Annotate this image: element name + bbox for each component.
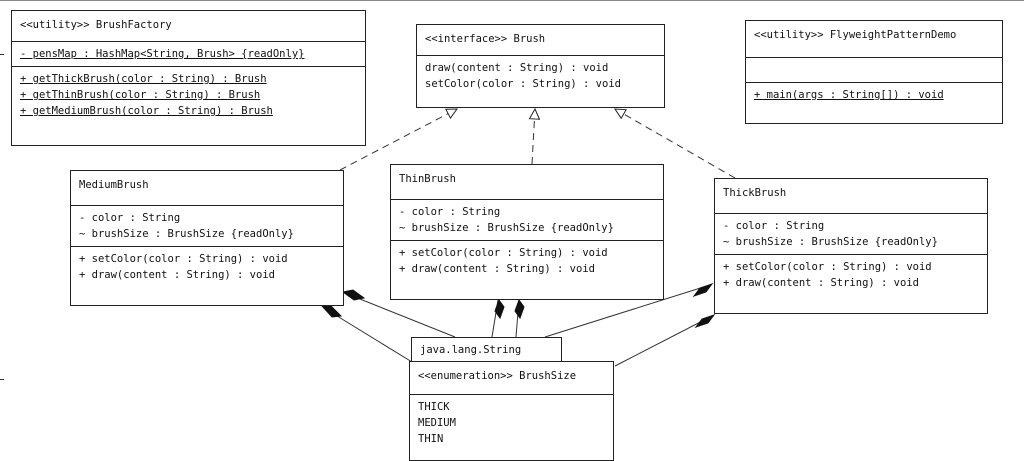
class-title: java.lang.String <box>420 344 522 356</box>
composition-medium-string <box>344 292 456 338</box>
class-title: <<utility>> FlyweightPatternDemo <box>754 29 957 41</box>
operation: + setColor(color : String) : void <box>79 253 288 265</box>
operation: + draw(content : String) : void <box>399 263 595 275</box>
operation: draw(content : String) : void <box>425 62 609 74</box>
operation: + getThickBrush(color : String) : Brush <box>20 73 267 85</box>
composition-diamond <box>494 298 505 320</box>
class-title: <<interface>> Brush <box>425 33 546 45</box>
operation: setColor(color : String) : void <box>425 78 621 90</box>
composition-diamond <box>320 304 343 318</box>
class-thick-brush: ThickBrush - color : String ~ brushSize … <box>714 178 988 314</box>
operation: + getMediumBrush(color : String) : Brush <box>20 105 273 117</box>
class-thin-brush: ThinBrush - color : String ~ brushSize :… <box>390 164 664 300</box>
class-flyweight-pattern-demo: <<utility>> FlyweightPatternDemo + main(… <box>745 20 1003 124</box>
frame-tick <box>0 54 4 55</box>
realization-thin-to-brush <box>532 109 535 165</box>
composition-diamond <box>341 289 366 301</box>
class-brush-factory: <<utility>> BrushFactory - pensMap : Has… <box>11 10 366 146</box>
interface-brush: <<interface>> Brush draw(content : Strin… <box>416 24 665 108</box>
attribute: - color : String <box>723 220 825 232</box>
operation: + setColor(color : String) : void <box>723 261 932 273</box>
frame-tick <box>0 379 4 380</box>
class-medium-brush: MediumBrush - color : String ~ brushSize… <box>70 170 344 306</box>
operation: + setColor(color : String) : void <box>399 247 608 259</box>
enumeration-brush-size: <<enumeration>> BrushSize THICK MEDIUM T… <box>409 361 614 461</box>
operation: + main(args : String[]) : void <box>754 89 944 101</box>
class-title: ThinBrush <box>399 173 456 185</box>
class-title: ThickBrush <box>723 187 787 199</box>
operation: + draw(content : String) : void <box>79 269 275 281</box>
class-title: MediumBrush <box>79 179 149 191</box>
enum-literal: THIN <box>418 433 444 445</box>
composition-diamond <box>694 314 716 328</box>
enum-literal: MEDIUM <box>418 417 456 429</box>
attribute: - pensMap : HashMap<String, Brush> {read… <box>20 48 305 60</box>
attribute: ~ brushSize : BrushSize {readOnly} <box>723 236 938 248</box>
attribute: ~ brushSize : BrushSize {readOnly} <box>399 222 614 234</box>
composition-medium-brushsize <box>323 307 413 363</box>
class-title: <<enumeration>> BrushSize <box>418 370 577 382</box>
attribute: - color : String <box>399 206 501 218</box>
frame-top-border <box>0 0 1024 1</box>
class-title: <<utility>> BrushFactory <box>20 19 172 31</box>
realization-medium-to-brush <box>339 109 457 171</box>
composition-thick-string <box>544 284 711 338</box>
composition-diamond <box>692 283 714 297</box>
operation: + draw(content : String) : void <box>723 277 919 289</box>
composition-diamond <box>514 298 525 320</box>
attribute: ~ brushSize : BrushSize {readOnly} <box>79 228 294 240</box>
operation: + getThinBrush(color : String) : Brush <box>20 89 261 101</box>
composition-thick-brushsize <box>614 315 713 367</box>
class-java-lang-string: java.lang.String <box>411 337 562 363</box>
attribute: - color : String <box>79 212 181 224</box>
enum-literal: THICK <box>418 401 450 413</box>
